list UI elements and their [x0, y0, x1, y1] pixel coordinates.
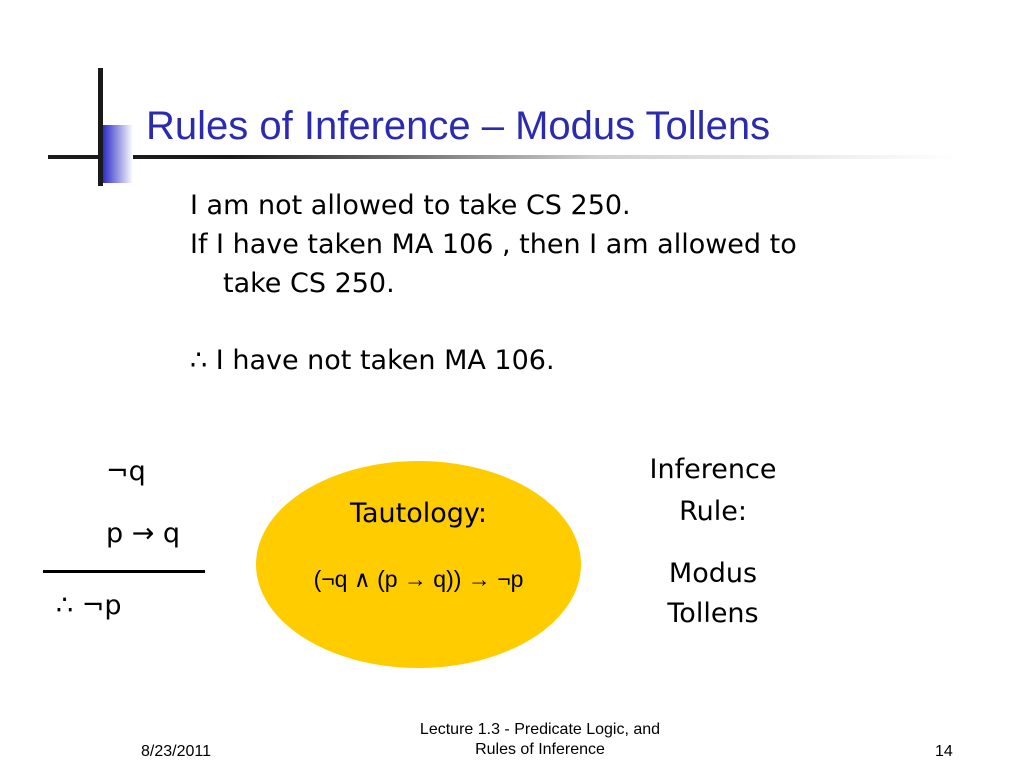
footer-lecture-title: Lecture 1.3 - Predicate Logic, and Rules… [380, 720, 700, 760]
logic-premise-1: ¬q [106, 456, 146, 487]
inference-rule-name-line2: Tollens [667, 598, 759, 629]
tautology-formula: (¬q ∧ (p → q)) → ¬p [313, 566, 524, 592]
footer-date: 8/23/2011 [141, 743, 211, 760]
footer-lecture-title-line2: Rules of Inference [475, 741, 605, 758]
tautology-ellipse [256, 461, 581, 668]
footer-page-number: 14 [935, 743, 953, 760]
inference-rule-label-line1: Inference [649, 454, 777, 485]
inference-rule-name-line1: Modus [668, 558, 758, 589]
therefore-symbol: ∴ [190, 345, 208, 376]
tautology-label: Tautology: [349, 498, 488, 529]
inference-rule-label-line2: Rule: [679, 496, 747, 527]
title-accent-square [103, 125, 133, 183]
title-frame-horizontal-line [48, 155, 960, 159]
conclusion-sentence: ∴ I have not taken MA 106. [190, 347, 555, 374]
logic-premise-2: p → q [106, 518, 181, 549]
footer-lecture-title-line1: Lecture 1.3 - Predicate Logic, and [419, 721, 661, 738]
conclusion-sentence-text: I have not taken MA 106. [215, 345, 555, 376]
title-frame-vertical-line [98, 68, 103, 186]
slide-title: Rules of Inference – Modus Tollens [146, 104, 771, 148]
argument-rule-line [43, 570, 205, 573]
premise-sentence-2: If I have taken MA 106 , then I am allow… [190, 229, 797, 260]
premise-sentence-1: I am not allowed to take CS 250. [190, 190, 631, 221]
logic-conclusion: ∴ ¬p [56, 590, 122, 621]
premise-sentence-2-continued: take CS 250. [223, 268, 395, 299]
